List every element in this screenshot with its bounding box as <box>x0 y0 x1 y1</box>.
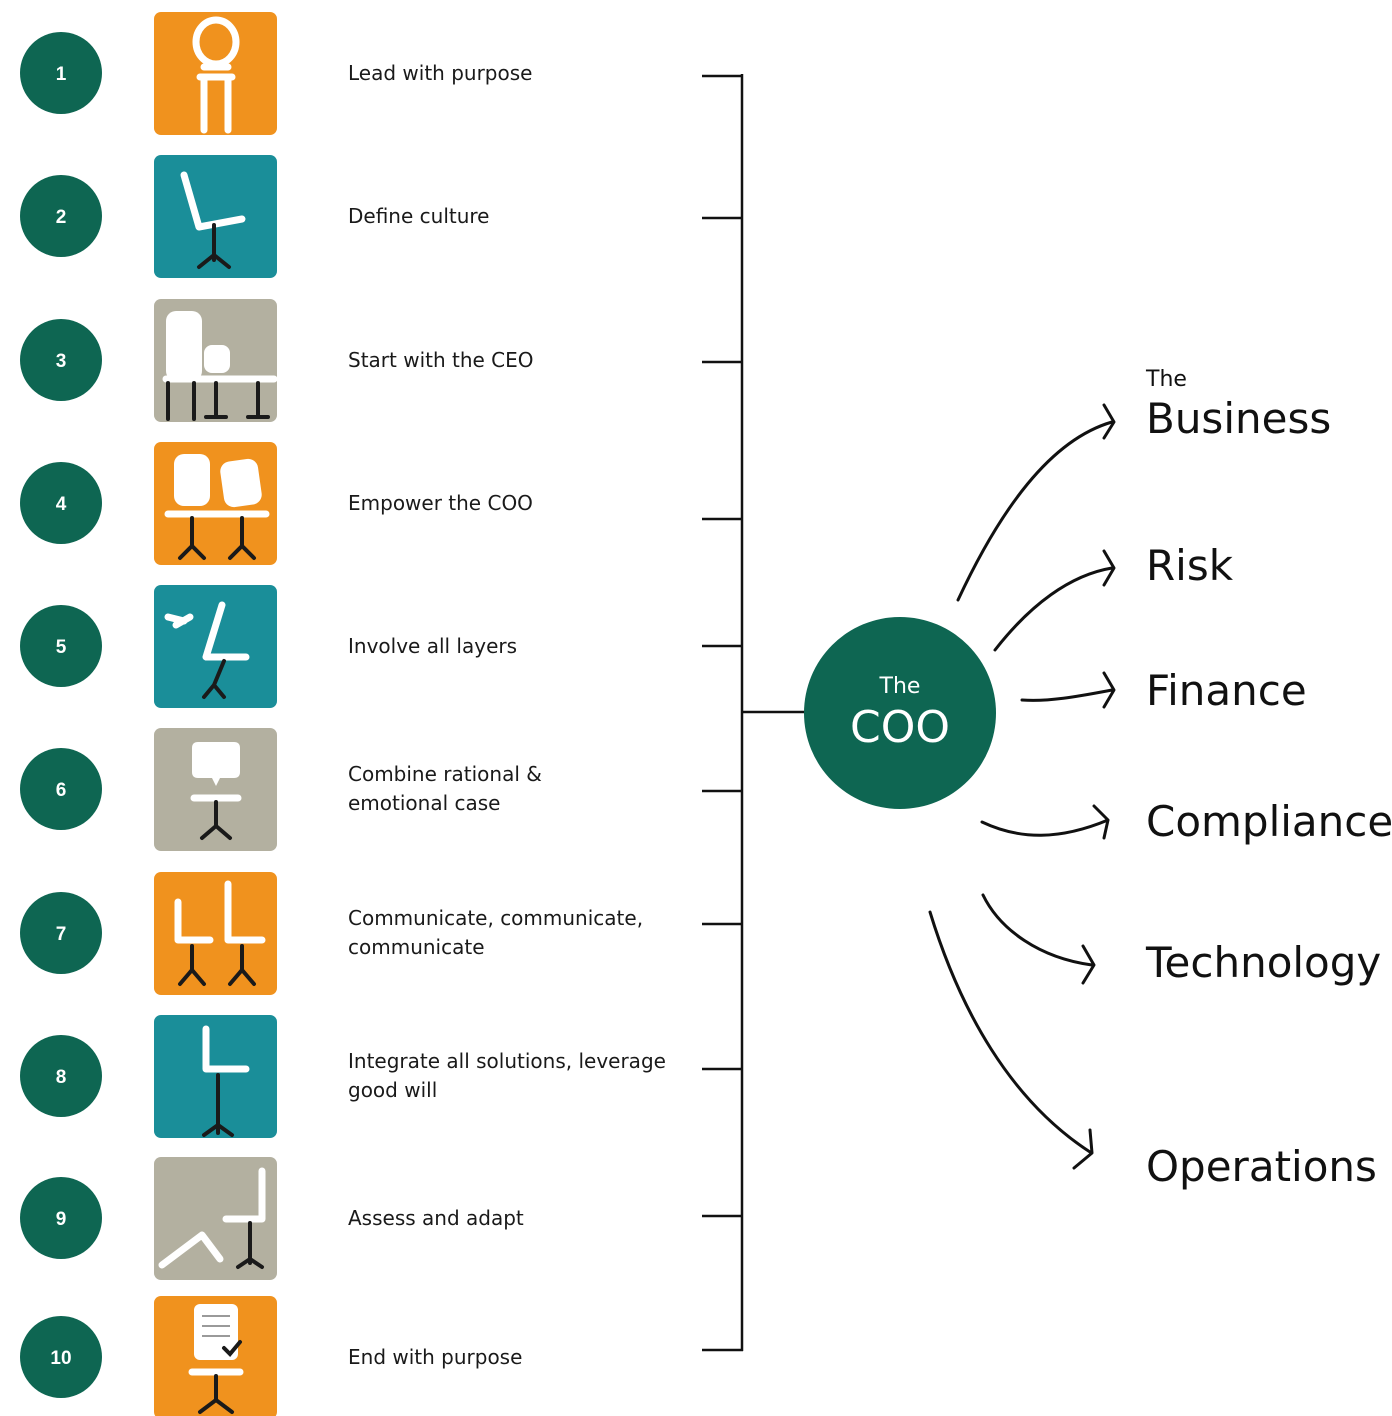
step-label: End with purpose <box>348 1345 522 1369</box>
step-number: 5 <box>56 637 67 658</box>
output-risk: Risk <box>1146 541 1234 590</box>
output-operations: Operations <box>1146 1142 1377 1191</box>
output-business: Business <box>1146 394 1331 443</box>
arrow-operations-icon <box>928 910 1094 1170</box>
output-compliance: Compliance <box>1146 797 1392 846</box>
step-number: 7 <box>56 924 67 945</box>
step-label: Start with the CEO <box>348 348 534 372</box>
arrow-finance-icon <box>1020 671 1116 709</box>
speech-bubble-chair-icon <box>154 728 277 851</box>
ornate-chair-icon <box>154 12 277 135</box>
step-label: good will <box>348 1078 437 1102</box>
step-label: emotional case <box>348 791 500 815</box>
reclined-chair-icon <box>154 155 277 278</box>
step-label: Integrate all solutions, leverage <box>348 1049 666 1073</box>
coo-main-label: COO <box>850 702 950 753</box>
step-label: Define culture <box>348 204 489 228</box>
step-number-badge: 3 <box>20 319 102 401</box>
tall-chair-icon <box>154 1015 277 1138</box>
step-row: 10 End with purpose <box>20 1296 522 1416</box>
step-number: 6 <box>56 780 67 801</box>
step-row: 5 Involve all layers <box>20 585 517 708</box>
step-number: 1 <box>56 64 67 85</box>
arrow-business-icon <box>956 403 1116 602</box>
step-label: communicate <box>348 935 485 959</box>
step-row: 3 Start with the CEO <box>20 299 534 422</box>
step-number-badge: 9 <box>20 1177 102 1259</box>
step-label: Lead with purpose <box>348 61 532 85</box>
step-number: 9 <box>56 1209 67 1230</box>
step-number-badge: 1 <box>20 32 102 114</box>
steps-list: 1 Lead with purpose 2 Define culture 3 Start … <box>20 12 666 1416</box>
bracket <box>702 74 806 1352</box>
step-label: Assess and adapt <box>348 1206 524 1230</box>
step-row: 2 Define culture <box>20 155 489 278</box>
step-number-badge: 8 <box>20 1035 102 1117</box>
step-number: 10 <box>50 1348 71 1369</box>
arrow-technology-icon <box>981 893 1096 985</box>
coo-small-label: The <box>879 674 921 699</box>
output-business-prefix: The <box>1145 367 1187 392</box>
step-row: 8 Integrate all solutions, leverage good w… <box>20 1015 666 1138</box>
step-label: Communicate, communicate, <box>348 906 643 930</box>
step-number: 3 <box>56 351 67 372</box>
arrow-compliance-icon <box>980 804 1110 840</box>
coo-node: The COO <box>804 617 996 809</box>
step-label: Empower the COO <box>348 491 533 515</box>
two-chairs-icon <box>154 442 277 565</box>
step-number-badge: 6 <box>20 748 102 830</box>
step-row: 7 Communicate, communicate, communicate <box>20 872 643 995</box>
step-row: 4 Empower the COO <box>20 442 533 565</box>
pair-of-chairs-icon <box>154 872 277 995</box>
checklist-chair-icon <box>154 1296 277 1416</box>
output-labels: The Business Risk Finance Compliance Tec… <box>1145 367 1392 1191</box>
step-label: Combine rational & <box>348 762 542 786</box>
step-number-badge: 2 <box>20 175 102 257</box>
step-row: 9 Assess and adapt <box>20 1157 524 1280</box>
chairs-row-icon <box>154 299 278 422</box>
arrow-risk-icon <box>993 549 1116 652</box>
output-finance: Finance <box>1146 666 1307 715</box>
step-number: 4 <box>56 494 67 515</box>
step-label: Involve all layers <box>348 634 517 658</box>
coo-circle <box>804 617 996 809</box>
step-number-badge: 10 <box>20 1316 102 1398</box>
toppled-chair-icon <box>154 1157 277 1280</box>
output-technology: Technology <box>1145 938 1381 987</box>
step-number-badge: 4 <box>20 462 102 544</box>
step-number-badge: 5 <box>20 605 102 687</box>
step-number-badge: 7 <box>20 892 102 974</box>
step-row: 1 Lead with purpose <box>20 12 532 135</box>
output-arrows <box>928 403 1116 1170</box>
chair-with-bird-icon <box>154 585 277 708</box>
step-number: 8 <box>56 1067 67 1088</box>
step-number: 2 <box>56 207 67 228</box>
step-row: 6 Combine rational & emotional case <box>20 728 542 851</box>
